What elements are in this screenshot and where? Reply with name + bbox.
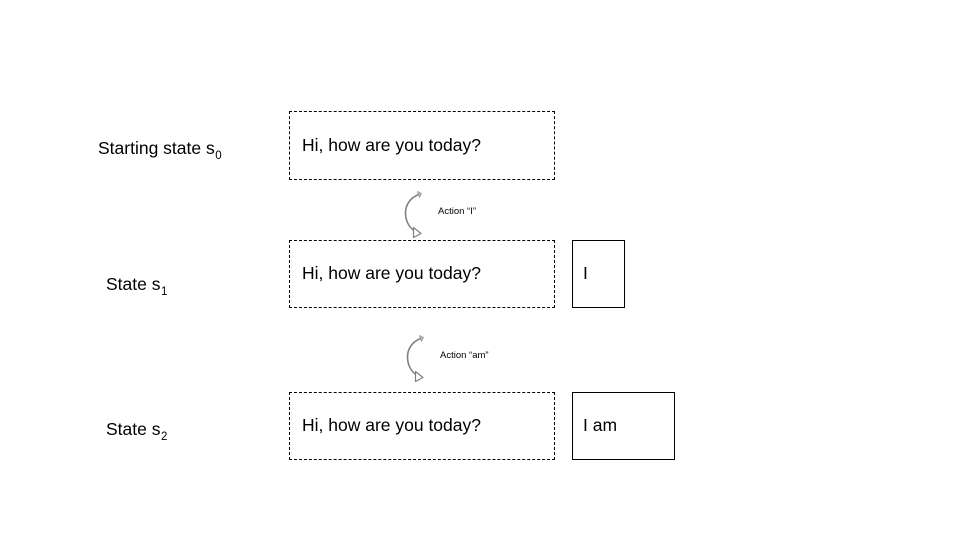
transition-action-i: Action “I” <box>398 188 528 238</box>
transition-action-am: Action “am” <box>400 332 540 382</box>
curved-arrow-icon <box>406 335 424 382</box>
state-label-s0-main: Starting state s <box>98 138 215 158</box>
context-box-s1: Hi, how are you today? <box>289 240 555 308</box>
generated-text-s2: I am <box>583 415 618 436</box>
generated-box-s2: I am <box>572 392 675 460</box>
state-label-s2-main: State s <box>106 419 161 439</box>
state-label-s0-subscript: 0 <box>215 150 222 162</box>
generated-text-s1: I <box>583 263 588 284</box>
context-text-s0: Hi, how are you today? <box>302 134 481 155</box>
curved-arrow-icon <box>404 191 422 238</box>
state-label-s2-subscript: 2 <box>160 431 168 443</box>
transition-label-action-am: Action “am” <box>440 350 489 361</box>
context-box-s2: Hi, how are you today? <box>289 392 555 460</box>
transition-label-action-i: Action “I” <box>438 206 477 217</box>
context-box-s0: Hi, how are you today? <box>289 111 555 180</box>
state-label-s1-subscript: 1 <box>160 286 168 298</box>
state-label-s1-main: State s <box>106 274 161 294</box>
context-text-s1: Hi, how are you today? <box>302 263 481 284</box>
state-label-s1: State s1 <box>106 274 167 298</box>
state-label-s2: State s2 <box>106 419 167 443</box>
generated-box-s1: I <box>572 240 625 308</box>
context-text-s2: Hi, how are you today? <box>302 415 481 436</box>
state-label-s0: Starting state s0 <box>98 138 222 162</box>
